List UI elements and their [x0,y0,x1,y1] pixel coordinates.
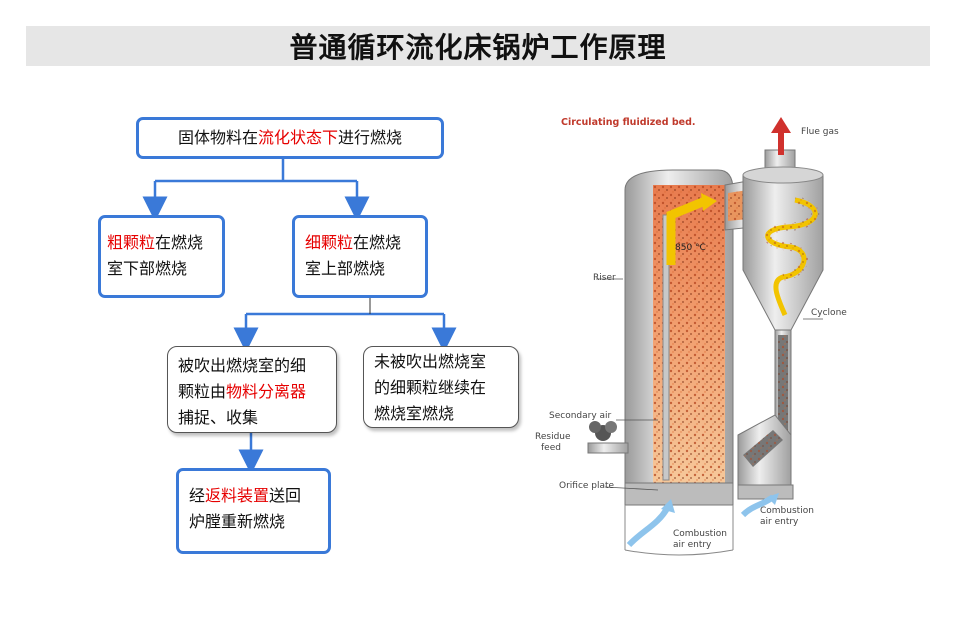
residue-feed-pipe [587,442,629,454]
box4-highlight: 物料分离器 [226,382,307,401]
label-riser: Riser [593,273,616,283]
diagram-caption: Circulating fluidized bed. [561,117,696,128]
label-combustion-right-1: Combustion [760,506,814,516]
box6-highlight: 返料装置 [205,486,270,505]
label-feed: feed [541,443,561,453]
box1-text-post: 进行燃烧 [338,128,403,147]
box1-text-highlight: 流化状态下 [257,128,338,147]
label-residue: Residue [535,432,571,442]
box6-line2: 炉膛重新燃烧 [189,512,286,531]
box2-line2: 室下部燃烧 [107,259,188,278]
box4-line2-pre: 颗粒由 [178,382,227,401]
box6-line1-pre: 经 [189,486,206,505]
title-bar: 普通循环流化床锅炉工作原理 [26,26,930,66]
label-temperature: 850 °C [675,243,706,253]
box3-line2: 室上部燃烧 [305,259,386,278]
box2-highlight: 粗颗粒 [107,233,156,252]
box-fluidized-combustion: 固体物料在流化状态下进行燃烧 [136,117,444,159]
box5-line3: 燃烧室燃烧 [374,404,455,423]
boiler-svg [587,117,824,556]
box1-text-pre: 固体物料在 [177,128,258,147]
box5-line1: 未被吹出燃烧室 [374,352,487,371]
box3-highlight: 细颗粒 [305,233,354,252]
label-cyclone: Cyclone [811,308,847,318]
cfb-boiler-illustration: Circulating fluidized bed. Flue gas 850 … [533,105,863,575]
box2-line1: 在燃烧 [155,233,204,252]
box4-line1: 被吹出燃烧室的细 [178,356,307,375]
box6-line1-post: 送回 [269,486,302,505]
label-combustion-left-2: air entry [673,540,712,550]
label-combustion-right-2: air entry [760,517,799,527]
box-continue-combustion: 未被吹出燃烧室 的细颗粒继续在 燃烧室燃烧 [363,346,519,428]
box-return-device: 经返料装置送回 炉膛重新燃烧 [176,468,331,554]
box3-line1: 在燃烧 [353,233,402,252]
label-secondary-air: Secondary air [549,411,612,421]
air-entry-left-arrow [626,505,671,548]
box-fine-particles: 细颗粒在燃烧 室上部燃烧 [292,215,428,298]
wind-box-left [624,482,734,506]
box5-line2: 的细颗粒继续在 [374,378,487,397]
box4-line3: 捕捉、收集 [178,408,259,427]
page-title: 普通循环流化床锅炉工作原理 [289,31,667,64]
label-combustion-left-1: Combustion [673,529,727,539]
gas-flow-arrow [666,196,707,265]
box-coarse-particles: 粗颗粒在燃烧 室下部燃烧 [98,215,225,298]
label-flue-gas: Flue gas [801,127,839,137]
connector-b1-split [155,159,357,183]
box-separator-capture: 被吹出燃烧室的细 颗粒由物料分离器 捕捉、收集 [167,346,337,433]
label-orifice-plate: Orifice plate [559,481,615,491]
